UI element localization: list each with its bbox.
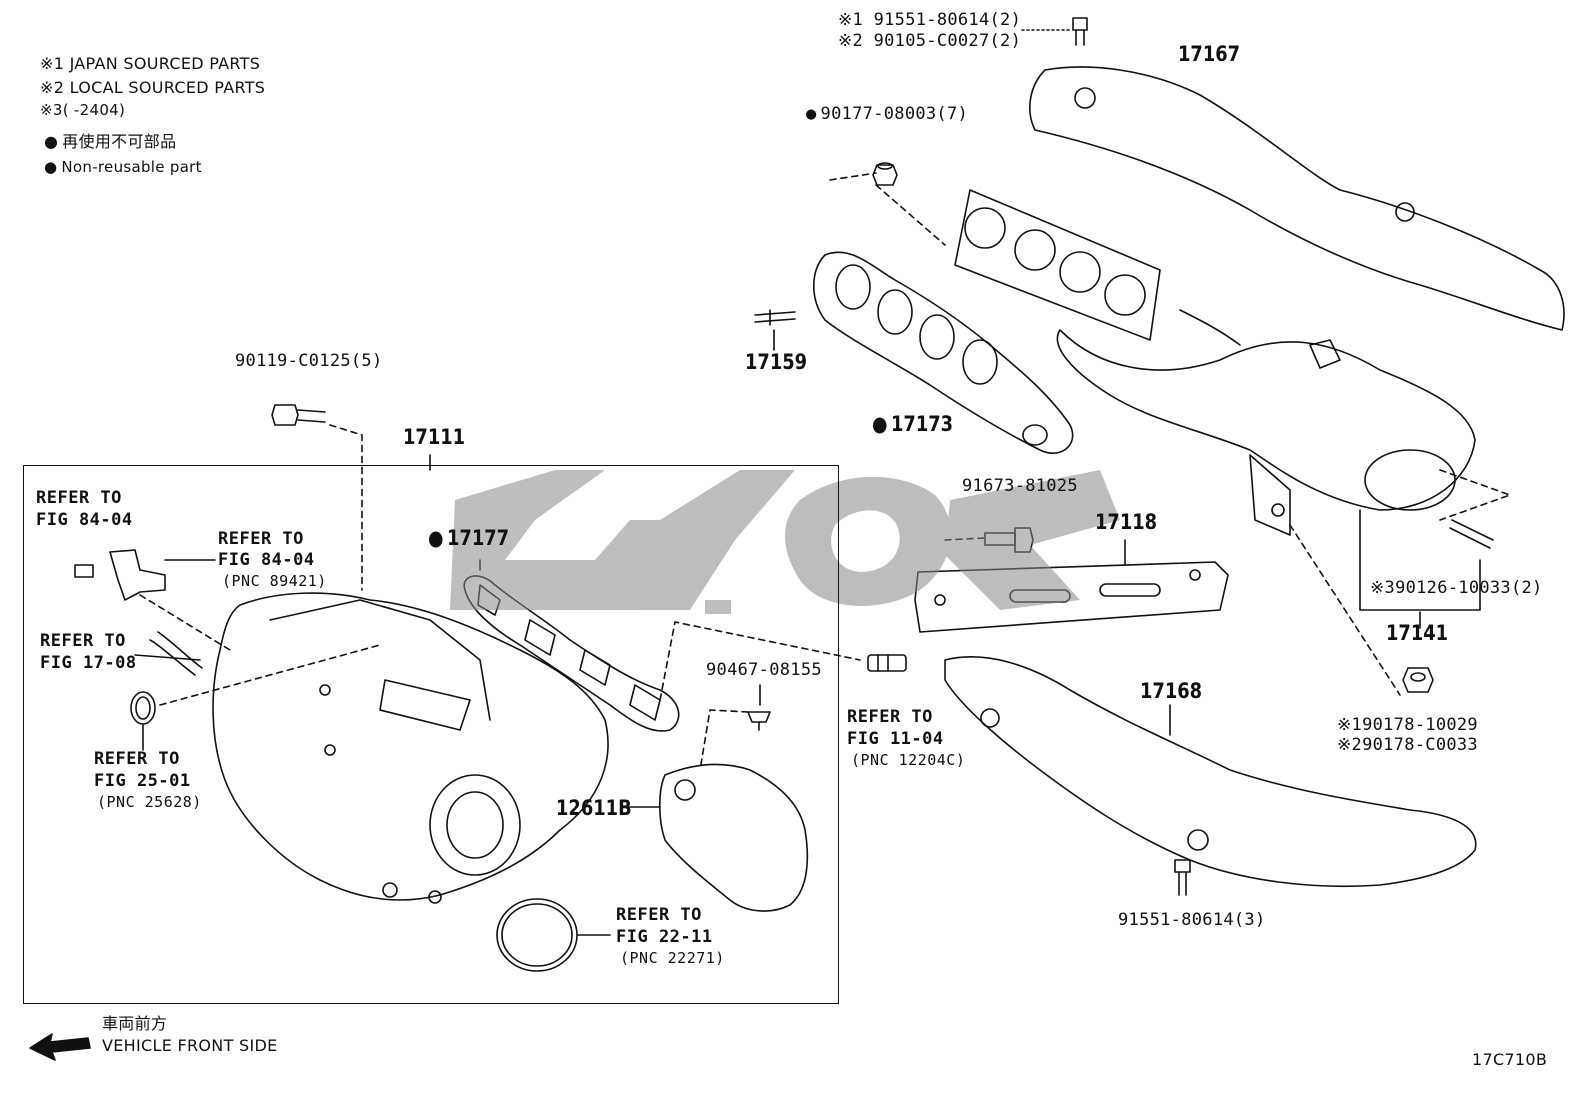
nut-90178	[1402, 667, 1434, 693]
bolt-90119	[271, 404, 326, 426]
refer-22-11-line1[interactable]: REFER TO	[616, 905, 702, 925]
refer-11-04-line2[interactable]: FIG 11-04	[847, 729, 944, 749]
legend-japan-sourced: ※1 JAPAN SOURCED PARTS	[40, 54, 261, 73]
callout-17168[interactable]: 17168	[1140, 679, 1203, 703]
clip-90467	[747, 711, 771, 731]
refer-84-04-b-line2[interactable]: FIG 84-04	[218, 550, 315, 570]
callout-91551-80614-upper[interactable]: ※1 91551-80614(2)	[838, 10, 1022, 30]
callout-90105-c0027[interactable]: ※2 90105-C0027(2)	[838, 31, 1022, 51]
callout-17118[interactable]: 17118	[1095, 510, 1158, 534]
refer-11-04-line1[interactable]: REFER TO	[847, 707, 933, 727]
refer-84-04-a-line1[interactable]: REFER TO	[36, 488, 122, 508]
figure-id: 17C710B	[1472, 1050, 1548, 1069]
refer-84-04-b-line1[interactable]: REFER TO	[218, 529, 304, 549]
stud-17159	[754, 309, 796, 326]
heat-insulator-upper	[1029, 66, 1565, 331]
front-side-label-en: VEHICLE FRONT SIDE	[102, 1036, 278, 1055]
heat-insulator-lower	[944, 656, 1477, 888]
watermark-logo	[450, 470, 1120, 614]
callout-17177[interactable]: 17177	[428, 528, 509, 549]
callout-17111[interactable]: 17111	[403, 425, 466, 449]
o-ring-22271	[496, 898, 578, 972]
legend-date-range: ※3( -2404)	[40, 101, 126, 119]
legend-non-reusable-en: Non-reusable part	[44, 160, 202, 175]
refer-84-04-a-line2[interactable]: FIG 84-04	[36, 510, 133, 530]
refer-11-04-pnc[interactable]: (PNC 12204C)	[851, 751, 966, 769]
callout-91673-81025[interactable]: 91673-81025	[962, 476, 1078, 496]
refer-17-08-line2[interactable]: FIG 17-08	[40, 653, 137, 673]
bolt-91551-top	[1072, 17, 1088, 46]
insulator-12611b	[659, 763, 809, 912]
callout-12611b[interactable]: 12611B	[556, 796, 632, 820]
exhaust-gasket	[813, 251, 1074, 454]
callout-17173[interactable]: 17173	[872, 414, 953, 435]
legend-local-sourced: ※2 LOCAL SOURCED PARTS	[40, 78, 266, 97]
callout-90177-08003[interactable]: 90177-08003(7)	[806, 106, 968, 123]
front-side-label-jp: 車両前方	[102, 1014, 168, 1033]
callout-90178-10029[interactable]: ※190178-10029	[1337, 715, 1478, 735]
callout-91551-80614-lower[interactable]: 91551-80614(3)	[1118, 910, 1266, 930]
refer-25-01-pnc[interactable]: (PNC 25628)	[97, 793, 202, 811]
exhaust-manifold	[954, 189, 1476, 536]
o-ring-25628	[130, 691, 156, 725]
sensor-12204c	[867, 654, 907, 672]
callout-90119-c0125[interactable]: 90119-C0125(5)	[235, 351, 383, 371]
callout-90178-c0033[interactable]: ※290178-C0033	[1337, 735, 1478, 755]
intake-manifold	[212, 592, 609, 904]
stud-90126	[1449, 519, 1494, 549]
bolt-91551-lower	[1174, 859, 1191, 896]
callout-17141[interactable]: 17141	[1386, 621, 1449, 645]
intake-manifold-group-frame	[23, 465, 839, 1004]
callout-90467-08155[interactable]: 90467-08155	[706, 660, 822, 680]
refer-22-11-pnc[interactable]: (PNC 22271)	[620, 949, 725, 967]
refer-25-01-line2[interactable]: FIG 25-01	[94, 771, 191, 791]
callout-90126-10033[interactable]: ※390126-10033(2)	[1370, 578, 1543, 598]
refer-22-11-line2[interactable]: FIG 22-11	[616, 927, 713, 947]
nut-90177	[872, 162, 898, 186]
callout-17167[interactable]: 17167	[1178, 42, 1241, 66]
callout-17159[interactable]: 17159	[745, 350, 808, 374]
sensor-89421	[74, 549, 166, 601]
refer-25-01-line1[interactable]: REFER TO	[94, 749, 180, 769]
refer-84-04-b-pnc[interactable]: (PNC 89421)	[222, 572, 327, 590]
front-direction-arrow	[29, 1033, 91, 1061]
refer-17-08-line1[interactable]: REFER TO	[40, 631, 126, 651]
legend-non-reusable-jp: 再使用不可部品	[44, 134, 176, 150]
hose-17-08	[149, 631, 203, 676]
